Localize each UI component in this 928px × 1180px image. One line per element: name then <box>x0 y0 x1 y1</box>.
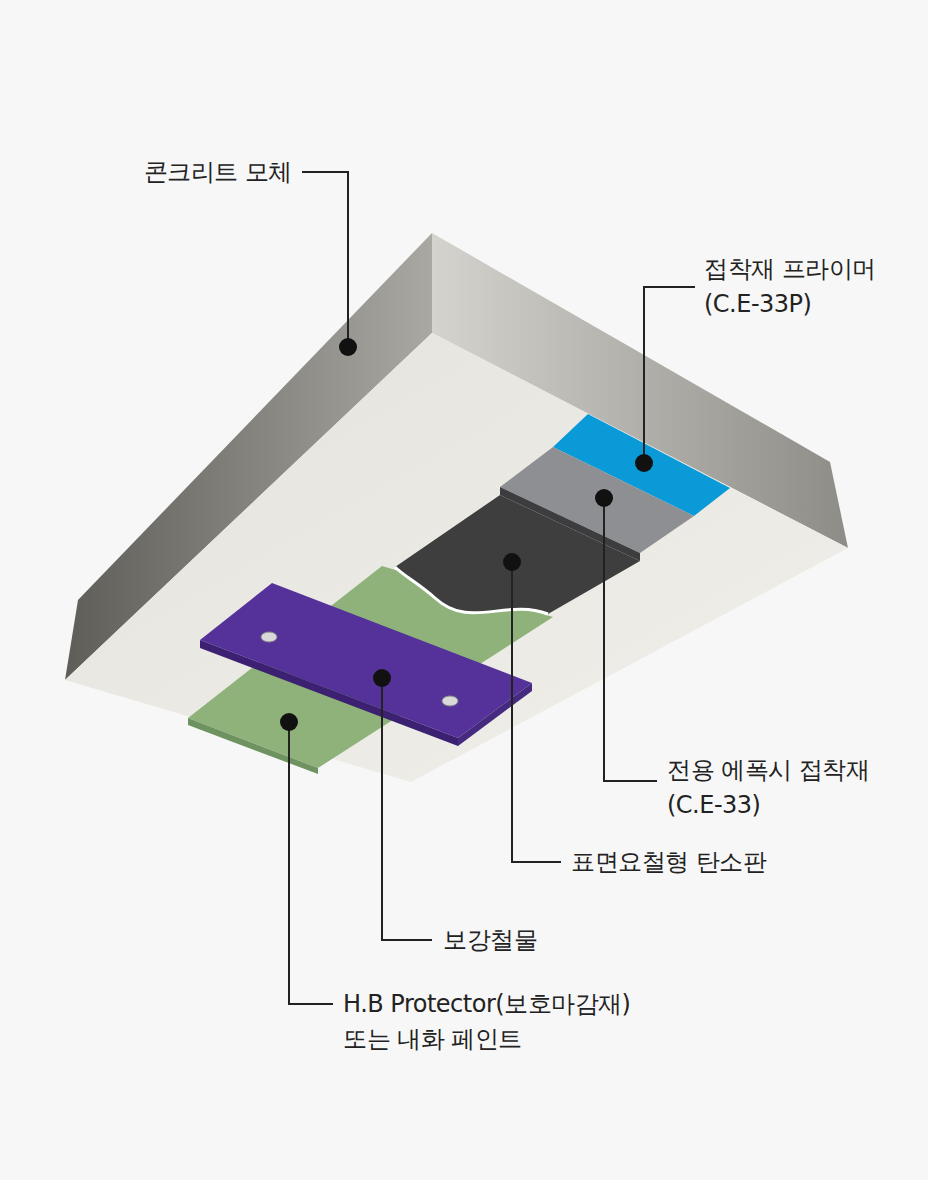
leader-dots <box>280 338 653 731</box>
callout-label: 접착재 프라이머 (C.E-33P) <box>704 252 879 322</box>
leader-line <box>512 562 561 862</box>
leader-lines <box>289 172 695 1004</box>
leader-line <box>382 678 432 940</box>
leader-dot <box>635 454 653 472</box>
steel-plate-edge <box>458 683 532 746</box>
carbon-cut-edge <box>395 567 548 614</box>
anchor-bolt <box>442 696 458 706</box>
callout-label: 보강철물 <box>443 923 537 958</box>
leader-line <box>604 498 657 781</box>
leader-dot <box>373 669 391 687</box>
leader-line <box>644 287 695 463</box>
callout-label: 전용 에폭시 접착재 (C.E-33) <box>667 753 872 823</box>
protector-edge <box>188 718 318 774</box>
callout-label: 콘크리트 모체 <box>144 155 292 190</box>
leader-line <box>302 172 348 347</box>
anchor-bolt <box>261 632 277 642</box>
leader-dot <box>503 553 521 571</box>
leader-dot <box>595 489 613 507</box>
steel-plate-edge <box>200 640 458 746</box>
slab-bottom-face <box>65 333 848 782</box>
leader-dot <box>280 713 298 731</box>
leader-dot <box>339 338 357 356</box>
leader-line <box>289 722 333 1004</box>
callout-label: 표면요철형 탄소판 <box>571 845 766 880</box>
callout-label: H.B Protector(보호마감재) 또는 내화 페인트 <box>343 987 633 1057</box>
